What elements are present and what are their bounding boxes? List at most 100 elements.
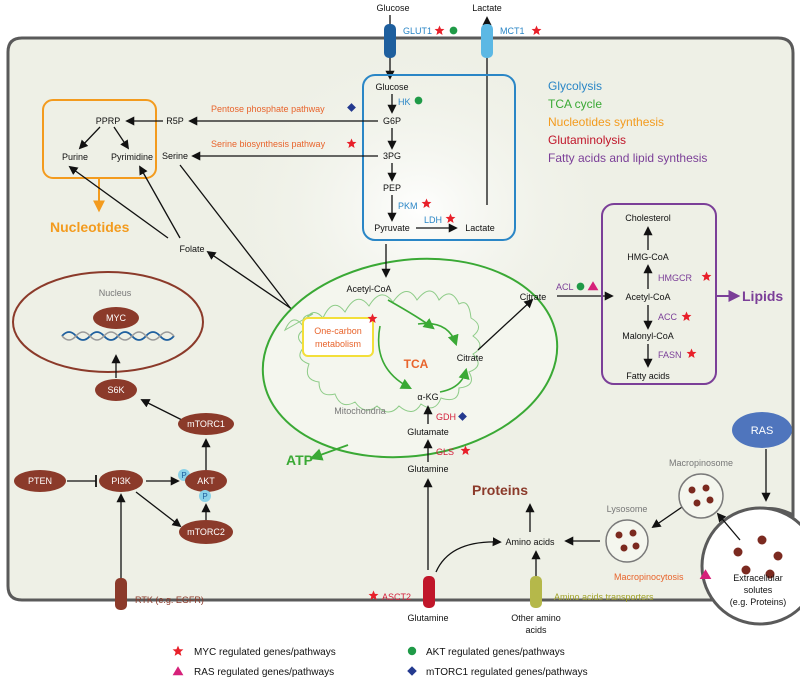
extracellular-label-1: Extracellular xyxy=(733,573,783,583)
legend-ras-triangle-icon xyxy=(172,666,184,676)
mitochondria-label: Mitochondria xyxy=(334,406,386,416)
atp-arrow xyxy=(309,444,349,461)
lipid-box xyxy=(601,203,717,385)
macropinosome xyxy=(678,473,724,519)
pprp-purine-arrow xyxy=(78,126,101,150)
folate-label: Folate xyxy=(179,244,204,254)
dna-strand-2 xyxy=(61,331,175,341)
pten-label: PTEN xyxy=(28,476,52,486)
mct1-label: MCT1 xyxy=(500,26,525,36)
other-aa-label-1: Other amino xyxy=(511,613,561,623)
mitochondrion xyxy=(261,257,559,459)
nuc-purine: Purine xyxy=(62,152,88,162)
serine-biosynthesis-label: Serine biosynthesis pathway xyxy=(211,139,326,149)
citrate-export-arrow xyxy=(477,298,534,351)
glut1-transporter xyxy=(384,24,396,58)
serine-onecarbon-arrow xyxy=(179,164,300,320)
pi3k-label: PI3K xyxy=(111,476,131,486)
hk-label: HK xyxy=(398,97,411,107)
glutamine-aa-arrow xyxy=(435,537,502,573)
pkm-label: PKM xyxy=(398,201,418,211)
nucleotides-label: Nucleotides xyxy=(50,219,130,235)
extracellular-protein-dots xyxy=(733,535,783,579)
outside-lactate: Lactate xyxy=(472,3,502,13)
tca-bottom-arc xyxy=(439,367,470,393)
macropinosome-dots xyxy=(688,484,714,507)
mct1-transporter xyxy=(481,24,493,58)
outside-glutamine: Glutamine xyxy=(407,613,448,623)
gls-label: GLS xyxy=(436,447,454,457)
asct2-label: ASCT2 xyxy=(382,592,411,602)
myc-label: MYC xyxy=(106,313,127,323)
gly-pep: PEP xyxy=(383,183,401,193)
proteins-label: Proteins xyxy=(472,482,528,498)
asct2-transporter xyxy=(423,576,435,608)
extracellular-label-3: (e.g. Proteins) xyxy=(730,597,787,607)
folate-purine-arrow xyxy=(68,165,169,239)
glycolysis-box xyxy=(362,74,516,241)
hmgcr-label: HMGCR xyxy=(658,273,692,283)
one-carbon-label-2: metabolism xyxy=(315,339,361,349)
myc-node xyxy=(93,307,139,329)
p-label-2: P xyxy=(202,492,207,501)
fasn-label: FASN xyxy=(658,350,682,360)
one-carbon-label-1: One-carbon xyxy=(314,326,362,336)
tca-top-arc xyxy=(417,322,459,347)
lipid-hmg-coa: HMG-CoA xyxy=(627,252,669,262)
tca-entry-arrow xyxy=(387,299,435,330)
mtorc1-node xyxy=(178,413,234,435)
legend-glycolysis: Glycolysis xyxy=(548,79,602,93)
mito-acetyl-coa: Acetyl-CoA xyxy=(346,284,391,294)
mtorc2-label: mTORC2 xyxy=(187,527,225,537)
gly-3pg: 3PG xyxy=(383,151,401,161)
extracellular-vesicle xyxy=(700,506,800,626)
s6k-label: S6K xyxy=(107,385,124,395)
legend-fatty-acids: Fatty acids and lipid synthesis xyxy=(548,151,707,165)
akt-label: AKT xyxy=(197,476,215,486)
mito-glutamate: Glutamate xyxy=(407,427,449,437)
mtorc2-node xyxy=(179,520,233,544)
acl-akt-dot xyxy=(576,282,585,291)
legend-mtorc1-diamond-icon xyxy=(407,666,417,676)
gly-g6p: G6P xyxy=(383,116,401,126)
atp-label: ATP xyxy=(286,452,313,468)
legend-myc-star-icon xyxy=(172,645,184,656)
macropinosome-lysosome-arrow xyxy=(651,504,686,529)
macropinosome-label: Macropinosome xyxy=(669,458,733,468)
pprp-pyrimidine-arrow xyxy=(113,126,130,150)
legend-tca: TCA cycle xyxy=(548,97,602,111)
mito-akg: α-KG xyxy=(417,392,438,402)
glut1-label: GLUT1 xyxy=(403,26,432,36)
amino-acids-label: Amino acids xyxy=(505,537,555,547)
uptake-macropinosome-arrow xyxy=(716,512,741,541)
folate-pyrimidine-arrow xyxy=(139,165,181,239)
lipid-fatty-acids: Fatty acids xyxy=(626,371,670,381)
lipids-label: Lipids xyxy=(742,288,783,304)
ras-node xyxy=(732,412,792,448)
legend-ras: RAS regulated genes/pathways xyxy=(194,667,334,678)
rtk-receptor xyxy=(115,578,127,610)
ppp-label: Pentose phosphate pathway xyxy=(211,104,325,114)
hk-akt-dot xyxy=(414,96,423,105)
acl-label: ACL xyxy=(556,282,574,292)
akt-node xyxy=(185,470,227,492)
glut1-myc-star xyxy=(434,25,445,36)
rtk-label: RTK (e.g. EGFR) xyxy=(135,595,204,605)
lysosome-dots xyxy=(615,529,640,552)
glut1-akt-dot xyxy=(449,26,458,35)
lysosome-label: Lysosome xyxy=(607,504,648,514)
extracellular-label-2: solutes xyxy=(744,585,773,595)
aa-transporter xyxy=(530,576,542,608)
p-bubble-2 xyxy=(199,490,211,502)
mtorc1-s6k-arrow xyxy=(140,399,183,421)
ldh-label: LDH xyxy=(424,215,442,225)
lipid-malonyl-coa: Malonyl-CoA xyxy=(622,331,674,341)
lipid-citrate: Citrate xyxy=(520,292,547,302)
legend-glutaminolysis: Glutaminolysis xyxy=(548,133,626,147)
gdh-label: GDH xyxy=(436,412,456,422)
mito-glutamine: Glutamine xyxy=(407,464,448,474)
tca-label: TCA xyxy=(404,357,429,371)
nuc-pyrimidine: Pyrimidine xyxy=(111,152,153,162)
legend-nucleotides: Nucleotides synthesis xyxy=(548,115,664,129)
